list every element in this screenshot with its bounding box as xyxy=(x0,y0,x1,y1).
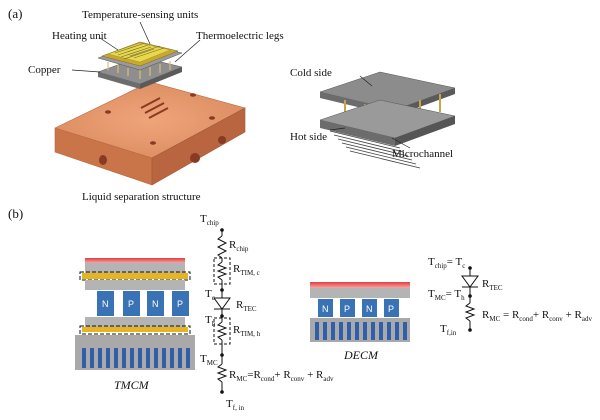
callout-copper: Copper xyxy=(28,64,61,76)
tmcm-resistor-rmc: RMC=Rcond+ Rconv + Radv xyxy=(229,369,334,383)
decm-node-tf-in: Tf,in xyxy=(440,323,457,337)
decm-leg-label-1: N xyxy=(322,304,329,314)
tmcm-node-th: Th xyxy=(205,314,216,328)
tmcm-caption: TMCM xyxy=(114,378,150,392)
tmcm-node-tchip: Tchip xyxy=(200,213,219,227)
callout-heating-unit: Heating unit xyxy=(52,30,107,42)
tmcm-leg-1 xyxy=(97,291,114,316)
callout-lines-a-right xyxy=(329,75,411,149)
tmcm-resistor-rchip: Rchip xyxy=(229,239,249,253)
tec-microchannel-3d xyxy=(319,71,456,169)
decm-microchannels xyxy=(315,322,407,340)
tmcm-leg-label-3: N xyxy=(152,299,159,309)
decm-leg-2 xyxy=(340,299,355,317)
panel-b-label: (b) xyxy=(8,206,23,221)
decm-resistor-rmc: RMC = Rcond+ Rconv + Radv xyxy=(482,309,592,323)
tmcm-nodes xyxy=(220,228,224,394)
decm-node-tchip-tc: Tchip= Tc xyxy=(428,256,465,270)
tmcm-microchannels xyxy=(82,348,190,368)
tmcm-leg-label-4: P xyxy=(177,299,183,309)
caption-liquid-separation-structure: Liquid separation structure xyxy=(82,191,201,203)
decm-leg-3 xyxy=(362,299,377,317)
tmcm-resistor-rtim-h: RTIM, h xyxy=(233,324,261,338)
panel-a-label: (a) xyxy=(8,6,22,21)
tmcm-node-tf-in: Tf, in xyxy=(226,398,245,412)
tmcm-leg-label-1: N xyxy=(102,299,109,309)
decm-nodes xyxy=(468,266,472,332)
tmcm-cross-section: N P N P xyxy=(75,258,195,370)
tmcm-resistor-rtim-c: RTIM, c xyxy=(233,263,260,277)
decm-leg-label-4: P xyxy=(388,304,394,314)
callout-cold-side: Cold side xyxy=(290,67,332,79)
decm-leg-1 xyxy=(318,299,333,317)
tmcm-leg-4 xyxy=(172,291,189,316)
decm-network xyxy=(461,268,479,330)
callout-microchannel: Microchannel xyxy=(392,148,453,160)
decm-node-tmc-th: TMC= Th xyxy=(428,288,465,302)
tec-stack-3d xyxy=(97,41,183,89)
tmcm-leg-2 xyxy=(123,291,140,316)
tmcm-network xyxy=(213,230,231,392)
tmcm-leg-3 xyxy=(147,291,164,316)
callout-lines-a xyxy=(71,21,201,73)
decm-leg-label-3: N xyxy=(366,304,373,314)
decm-cross-section: N P N P xyxy=(310,282,410,342)
tmcm-node-tmc: TMC xyxy=(200,353,218,367)
tmcm-resistor-rtec: RTEC xyxy=(236,299,257,313)
callout-temperature-sensing-units: Temperature-sensing units xyxy=(82,9,198,21)
tmcm-leg-label-2: P xyxy=(128,299,134,309)
decm-leg-label-2: P xyxy=(344,304,350,314)
decm-resistor-rtec: RTEC xyxy=(482,278,503,292)
decm-leg-4 xyxy=(384,299,399,317)
decm-caption: DECM xyxy=(343,348,379,362)
tmcm-node-tc: Tc xyxy=(205,288,215,302)
callout-hot-side: Hot side xyxy=(290,131,327,143)
callout-thermoelectric-legs: Thermoelectric legs xyxy=(196,30,284,42)
copper-block xyxy=(54,81,246,186)
